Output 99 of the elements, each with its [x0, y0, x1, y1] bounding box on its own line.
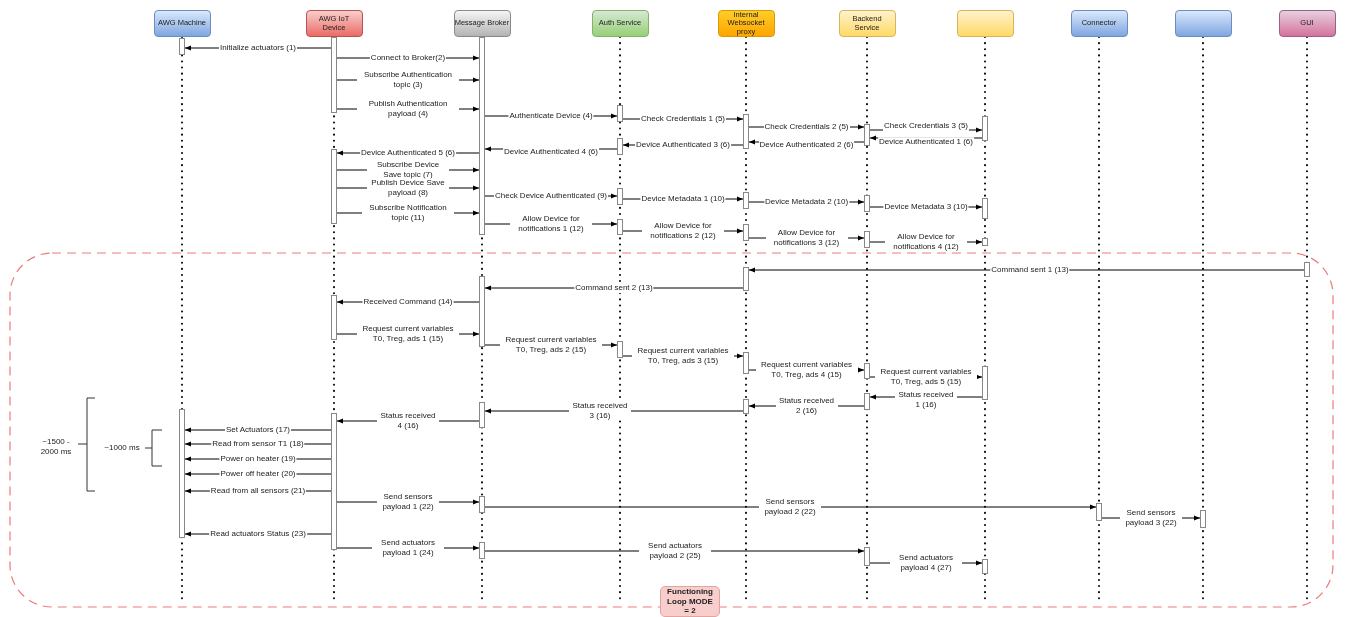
message-label: Send sensors payload 3 (22) [1120, 508, 1182, 528]
message-label: Status received 3 (16) [569, 401, 631, 421]
message-label: Check Credentials 2 (5) [763, 122, 850, 132]
participant-box [305, 10, 363, 37]
activation-bar [479, 402, 485, 428]
message-label: Subscribe Notification topic (11) [362, 203, 454, 223]
activation-bar [479, 276, 485, 347]
message-label: Device Authenticated 1 (6) [878, 137, 974, 147]
message-label: Device Metadata 1 (10) [640, 194, 726, 204]
message-label: Command sent 1 (13) [990, 265, 1070, 275]
activation-bar [331, 413, 337, 550]
activation-bar [617, 105, 623, 122]
activation-bar [864, 547, 870, 566]
activation-bar [864, 231, 870, 248]
activation-bar [743, 399, 749, 414]
message-label: Allow Device for notifications 3 (12) [765, 228, 848, 248]
activation-bar [743, 267, 749, 291]
activation-bar [479, 37, 485, 235]
message-label: Power on heater (19) [219, 454, 297, 464]
participant-box [453, 10, 511, 37]
message-label: Publish Device Save payload (8) [367, 178, 449, 198]
activation-bar [179, 38, 185, 55]
message-label: Command sent 2 (13) [574, 283, 654, 293]
activation-bar [331, 37, 337, 113]
message-label: Received Command (14) [362, 297, 454, 307]
participant-box [1174, 10, 1232, 37]
participant-box [1070, 10, 1128, 37]
message-label: Check Credentials 1 (5) [640, 114, 726, 124]
message-label: Device Authenticated 5 (6) [360, 148, 456, 158]
message-arrow [484, 504, 1097, 510]
activation-bar [864, 124, 870, 146]
message-label: Allow Device for notifications 4 (12) [885, 232, 967, 252]
activation-bar [479, 496, 485, 513]
message-label: Publish Authentication payload (4) [357, 99, 459, 119]
message-label: Power off heater (20) [219, 469, 297, 479]
message-label: Authenticate Device (4) [508, 111, 594, 121]
activation-bar [1304, 262, 1310, 277]
activation-bar [982, 116, 988, 141]
message-label: Connect to Broker(2) [369, 53, 447, 63]
duration-label: ~1000 ms [104, 443, 140, 453]
message-label: Subscribe Device Save topic (7) [367, 160, 449, 180]
message-label: Device Metadata 3 (10) [883, 202, 969, 212]
participant-box [956, 10, 1014, 37]
activation-bar [864, 363, 870, 379]
activation-bar [982, 238, 988, 246]
message-label: Allow Device for notifications 1 (12) [510, 214, 592, 234]
message-label: Send actuators payload 1 (24) [372, 538, 444, 558]
message-label: Send actuators payload 2 (25) [639, 541, 711, 561]
activation-bar [982, 198, 988, 219]
activation-bar [617, 138, 623, 155]
message-label: Read from all sensors (21) [209, 486, 307, 496]
message-label: Status received 2 (16) [775, 396, 838, 416]
message-label: Send sensors payload 2 (22) [759, 497, 821, 517]
activation-bar [743, 114, 749, 149]
activation-bar [617, 219, 623, 235]
message-label: Initialize actuators (1) [219, 43, 297, 53]
activation-bar [864, 195, 870, 212]
activation-bar [617, 188, 623, 205]
message-label: Device Metadata 2 (10) [763, 197, 850, 207]
message-label: Request current variables T0, Treg, ads 1 (15) [357, 324, 459, 344]
loop-label: Functioning Loop MODE = 2 [660, 586, 720, 617]
message-label: Device Authenticated 4 (6) [503, 147, 599, 157]
message-arrow [748, 267, 1305, 273]
message-label: Status received 1 (16) [895, 390, 957, 410]
participant-box [717, 10, 775, 37]
activation-bar [179, 409, 185, 538]
activation-bar [743, 192, 749, 209]
activation-bar [1200, 510, 1206, 528]
message-label: Request current variables T0, Treg, ads 2 (15) [500, 335, 602, 355]
message-label: Subscribe Authentication topic (3) [357, 70, 459, 90]
activation-bar [331, 295, 337, 340]
message-label: Check Credentials 3 (5) [883, 121, 969, 131]
activation-bar [1096, 503, 1102, 521]
activation-bar [331, 149, 337, 224]
message-label: Device Authenticated 2 (6) [758, 140, 855, 150]
message-label: Read actuators Status (23) [209, 529, 307, 539]
activation-bar [743, 352, 749, 374]
activation-bar [982, 559, 988, 574]
participant-box [838, 10, 896, 37]
activation-bar [743, 224, 749, 241]
message-label: Request current variables T0, Treg, ads 4 (15) [755, 360, 858, 380]
participant-box [153, 10, 211, 37]
message-label: Set Actuators (17) [225, 425, 291, 435]
message-label: Check Device Authenticated (9) [493, 191, 609, 201]
message-label: Allow Device for notifications 2 (12) [642, 221, 724, 241]
message-label: Device Authenticated 3 (6) [635, 140, 731, 150]
activation-bar [617, 341, 623, 358]
activation-bar [864, 393, 870, 410]
message-label: Send actuators payload 4 (27) [890, 553, 962, 573]
message-label: Status received 4 (16) [377, 411, 439, 431]
message-label: Send sensors payload 1 (22) [377, 492, 439, 512]
message-label: Request current variables T0, Treg, ads 3 (15) [632, 346, 734, 366]
message-label: Read from sensor T1 (18) [211, 439, 305, 449]
participant-box [591, 10, 649, 37]
activation-bar [982, 366, 988, 400]
message-label: Request current variables T0, Treg, ads 5 (15) [875, 367, 977, 387]
duration-label: ~1500 - 2000 ms [39, 437, 73, 457]
participant-box [1278, 10, 1336, 37]
activation-bar [479, 542, 485, 559]
